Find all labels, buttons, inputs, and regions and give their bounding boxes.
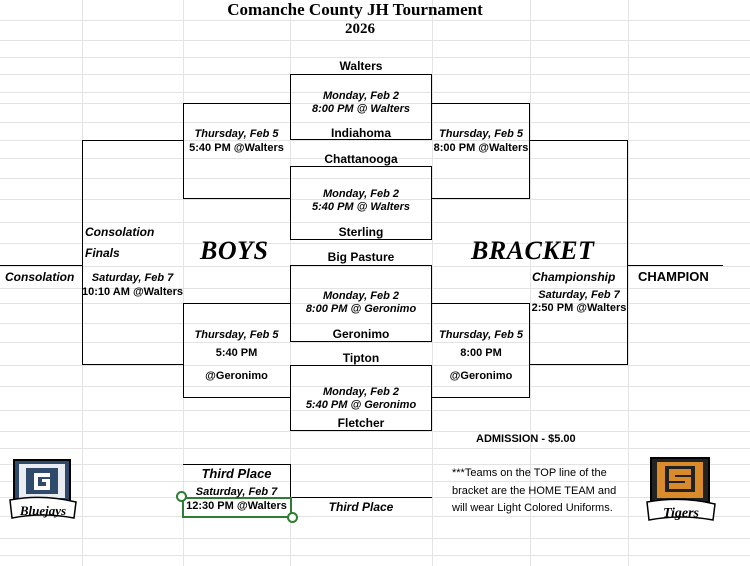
bluejays-logo: Bluejays [8, 458, 77, 519]
game1-box [290, 74, 432, 140]
champion-line [628, 265, 723, 266]
svg-text:Tigers: Tigers [663, 506, 700, 521]
note-line-3: will wear Light Colored Uniforms. [452, 502, 613, 514]
game4-box [290, 365, 432, 431]
tigers-logo: Tigers [645, 456, 716, 521]
consolation-top-day: Thursday, Feb 5 [194, 128, 279, 140]
consolation-winner-line [0, 265, 82, 266]
championship-box [530, 140, 628, 365]
game1-time: 8:00 PM @ Walters [312, 103, 410, 115]
game3-day: Monday, Feb 2 [323, 290, 399, 302]
selection-handle-end[interactable] [287, 512, 298, 523]
game2-time: 5:40 PM @ Walters [312, 201, 410, 213]
semifinal-bottom-box [432, 303, 530, 398]
third-place-title: Third Place [201, 466, 272, 481]
page-year: 2026 [345, 21, 375, 37]
consolation-finals-label-1: Consolation [85, 225, 155, 239]
boys-heading: BOYS [200, 236, 269, 265]
svg-text:Bluejays: Bluejays [19, 503, 66, 518]
bracket-heading: BRACKET [471, 236, 595, 265]
consolation-top-time: 5:40 PM @Walters [189, 142, 284, 154]
team-geronimo: Geronimo [332, 327, 390, 341]
consolation-finals-label-2: Finals [85, 246, 120, 260]
consolation-final-day: Saturday, Feb 7 [91, 272, 174, 284]
note-line-2: bracket are the HOME TEAM and [452, 485, 617, 497]
semifinal-top-day: Thursday, Feb 5 [439, 128, 523, 140]
team-big-pasture: Big Pasture [327, 250, 395, 264]
game4-day: Monday, Feb 2 [323, 386, 399, 398]
champion-label: CHAMPION [638, 269, 709, 284]
championship-label: Championship [532, 270, 616, 284]
team-sterling: Sterling [338, 225, 384, 239]
consolation-bottom-day: Thursday, Feb 5 [194, 329, 279, 341]
third-place-out-line [290, 497, 432, 498]
team-fletcher: Fletcher [337, 416, 385, 430]
third-place-top-line [183, 464, 290, 465]
admission-text: ADMISSION - $5.00 [476, 433, 576, 445]
consolation-bottom-time: 5:40 PM [215, 347, 258, 359]
game2-day: Monday, Feb 2 [323, 188, 399, 200]
consolation-final-box [82, 140, 183, 365]
team-indiahoma: Indiahoma [330, 126, 391, 140]
team-tipton: Tipton [342, 351, 380, 365]
selected-cell[interactable] [182, 497, 292, 518]
game4-time: 5:40 PM @ Geronimo [305, 399, 417, 411]
third-place-time: 12:30 PM @Walters [186, 500, 287, 512]
team-chattanooga: Chattanooga [324, 152, 398, 166]
consolation-bottom-place: @Geronimo [205, 370, 268, 382]
game3-box [290, 265, 432, 342]
team-walters: Walters [339, 59, 383, 73]
consolation-final-time: 10:10 AM @Walters [82, 286, 183, 298]
semifinal-bottom-place: @Geronimo [449, 370, 513, 382]
game2-box [290, 166, 432, 240]
championship-day: Saturday, Feb 7 [538, 289, 620, 301]
semifinal-top-time: 8:00 PM @Walters [433, 142, 529, 154]
semifinal-bottom-day: Thursday, Feb 5 [439, 329, 523, 341]
third-place-vline [290, 464, 291, 516]
selection-handle-start[interactable] [176, 491, 187, 502]
consolation-bottom-box [183, 303, 290, 398]
note-line-1: ***Teams on the TOP line of the [452, 467, 607, 479]
consolation-top-box [183, 103, 290, 199]
third-place-day: Saturday, Feb 7 [195, 486, 278, 498]
page-title: Comanche County JH Tournament [227, 0, 483, 19]
game3-time: 8:00 PM @ Geronimo [305, 303, 417, 315]
third-place-line-label: Third Place [328, 500, 394, 514]
consolation-winner-label: Consolation [5, 270, 75, 284]
semifinal-top-box [432, 103, 530, 199]
championship-time: 2:50 PM @Walters [531, 302, 627, 314]
game1-day: Monday, Feb 2 [323, 90, 399, 102]
semifinal-bottom-time: 8:00 PM [460, 347, 502, 359]
